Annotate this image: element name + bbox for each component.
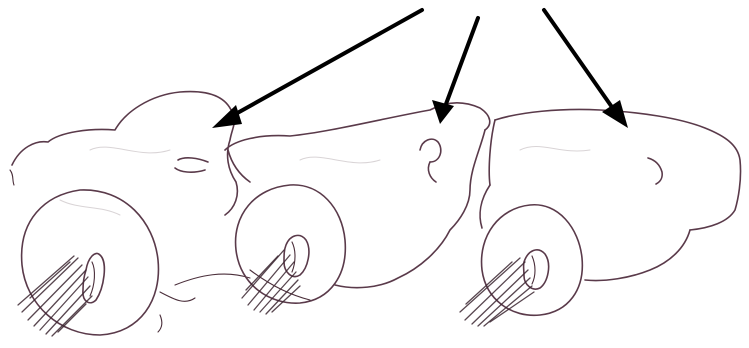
hatch-middle: [242, 250, 300, 314]
hatch-left: [18, 256, 92, 336]
arrow-middle: [432, 18, 478, 124]
arrow-left: [212, 10, 422, 128]
specimen-right: [460, 109, 741, 326]
paper-texture: [60, 146, 590, 215]
specimen-middle: [225, 103, 490, 314]
specimen-left: [10, 92, 250, 336]
